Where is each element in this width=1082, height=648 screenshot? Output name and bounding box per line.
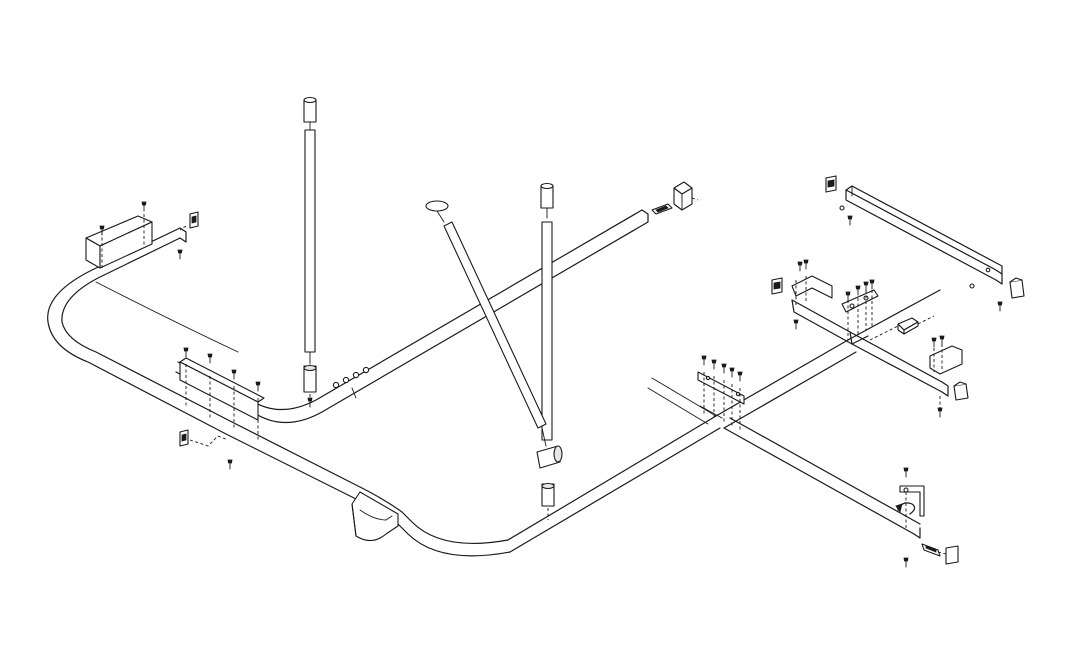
center-bracket (697, 371, 745, 432)
screw-icon (255, 381, 261, 392)
end-cap-left-front (179, 429, 229, 447)
end-cap-right-track (651, 181, 699, 215)
screw-icon (931, 337, 937, 348)
screw-icon (863, 281, 869, 292)
screw-icon (227, 459, 233, 470)
junction-bracket-right (929, 344, 963, 408)
screw-icon (855, 285, 861, 296)
end-cap-upper-beam-right (1009, 277, 1025, 299)
center-cross-track (647, 289, 949, 539)
screw-icon (903, 467, 909, 478)
screw-icon (701, 355, 707, 366)
screw-icon (207, 353, 213, 364)
screw-icon (307, 397, 313, 408)
left-pole (303, 96, 317, 406)
screw-icon (797, 261, 803, 272)
upper-right-beam (839, 185, 1003, 289)
junction-bracket-top (791, 275, 833, 306)
screw-group (99, 201, 1003, 568)
junction-plate (841, 289, 879, 340)
left-track-outer (47, 227, 721, 557)
rotating-stop (895, 485, 925, 528)
screw-icon (99, 225, 105, 236)
screw-icon (793, 319, 799, 330)
end-cap-junction-right (953, 381, 969, 401)
end-cap-upper-beam-left (825, 175, 837, 193)
right-pole (536, 182, 563, 520)
screw-icon (869, 279, 875, 290)
end-cap-junction-left (771, 277, 783, 295)
end-cap-front-right (921, 543, 959, 565)
screw-icon (997, 301, 1003, 312)
screw-icon (803, 259, 809, 270)
hanger-hook (351, 491, 399, 542)
screw-icon (903, 557, 909, 568)
screw-icon (711, 359, 717, 370)
end-cap-left-top (179, 211, 199, 231)
screw-icon (721, 363, 727, 374)
left-front-bracket (179, 357, 265, 440)
screw-icon (939, 335, 945, 346)
screw-icon (141, 201, 147, 212)
screw-icon (737, 371, 743, 382)
screw-icon (177, 249, 183, 260)
screw-icon (183, 347, 189, 358)
screw-icon (231, 369, 237, 380)
connector-block (869, 315, 935, 341)
screw-icon (729, 367, 735, 378)
left-top-bracket (85, 214, 153, 270)
screw-icon (847, 215, 853, 226)
sag-line (95, 281, 239, 353)
screw-icon (845, 291, 851, 302)
screw-icon (937, 407, 943, 418)
diagonal-brace (425, 200, 547, 447)
